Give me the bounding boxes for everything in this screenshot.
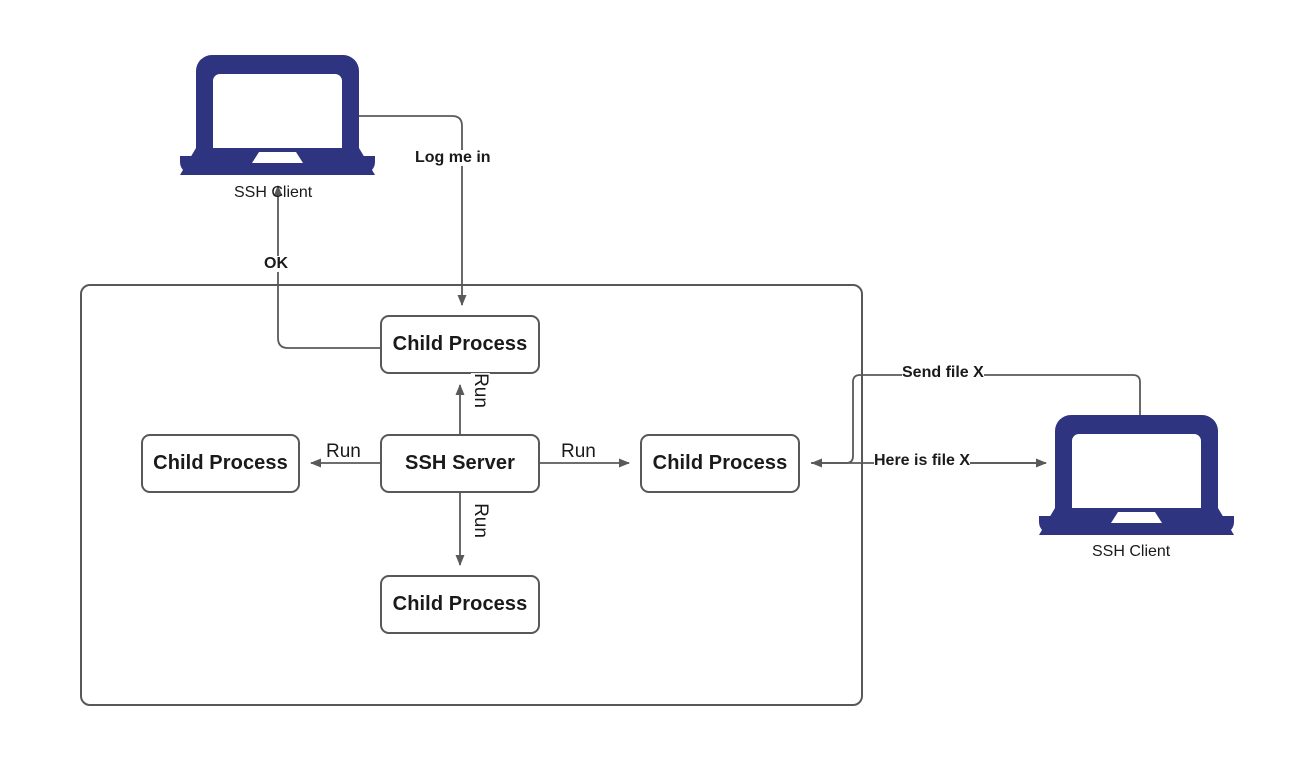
node-child-process-left[interactable]: Child Process (141, 434, 300, 493)
node-ssh-server[interactable]: SSH Server (380, 434, 540, 493)
edge-label-run-top: Run (469, 373, 491, 408)
node-child-process-right[interactable]: Child Process (640, 434, 800, 493)
node-label: Child Process (153, 452, 288, 474)
node-child-process-bottom[interactable]: Child Process (380, 575, 540, 634)
edge-ok (273, 185, 380, 349)
node-label: Child Process (392, 333, 528, 355)
laptop-icon-ssh-client-left (180, 55, 375, 175)
edge-send-file-x (811, 374, 1141, 464)
edge-log-me-in (356, 115, 467, 306)
edge-label-here-is-file-x: Here is file X (874, 452, 971, 469)
edge-label-run-bottom: Run (469, 503, 491, 538)
edge-label-log-me-in: Log me in (415, 149, 491, 166)
edge-label-ok: OK (264, 255, 288, 272)
ssh-server-host-boundary (80, 284, 863, 706)
node-label: SSH Server (405, 452, 515, 474)
node-label: Child Process (392, 593, 528, 615)
edge-label-run-left: Run (326, 441, 361, 462)
edge-label-send-file-x: Send file X (902, 364, 984, 381)
node-label: Child Process (652, 452, 788, 474)
device-caption-ssh-client-left: SSH Client (234, 184, 313, 201)
laptop-icon-ssh-client-right (1039, 415, 1234, 535)
device-caption-ssh-client-right: SSH Client (1092, 543, 1171, 560)
edge-label-run-right: Run (561, 441, 596, 462)
node-child-process-top[interactable]: Child Process (380, 315, 540, 374)
